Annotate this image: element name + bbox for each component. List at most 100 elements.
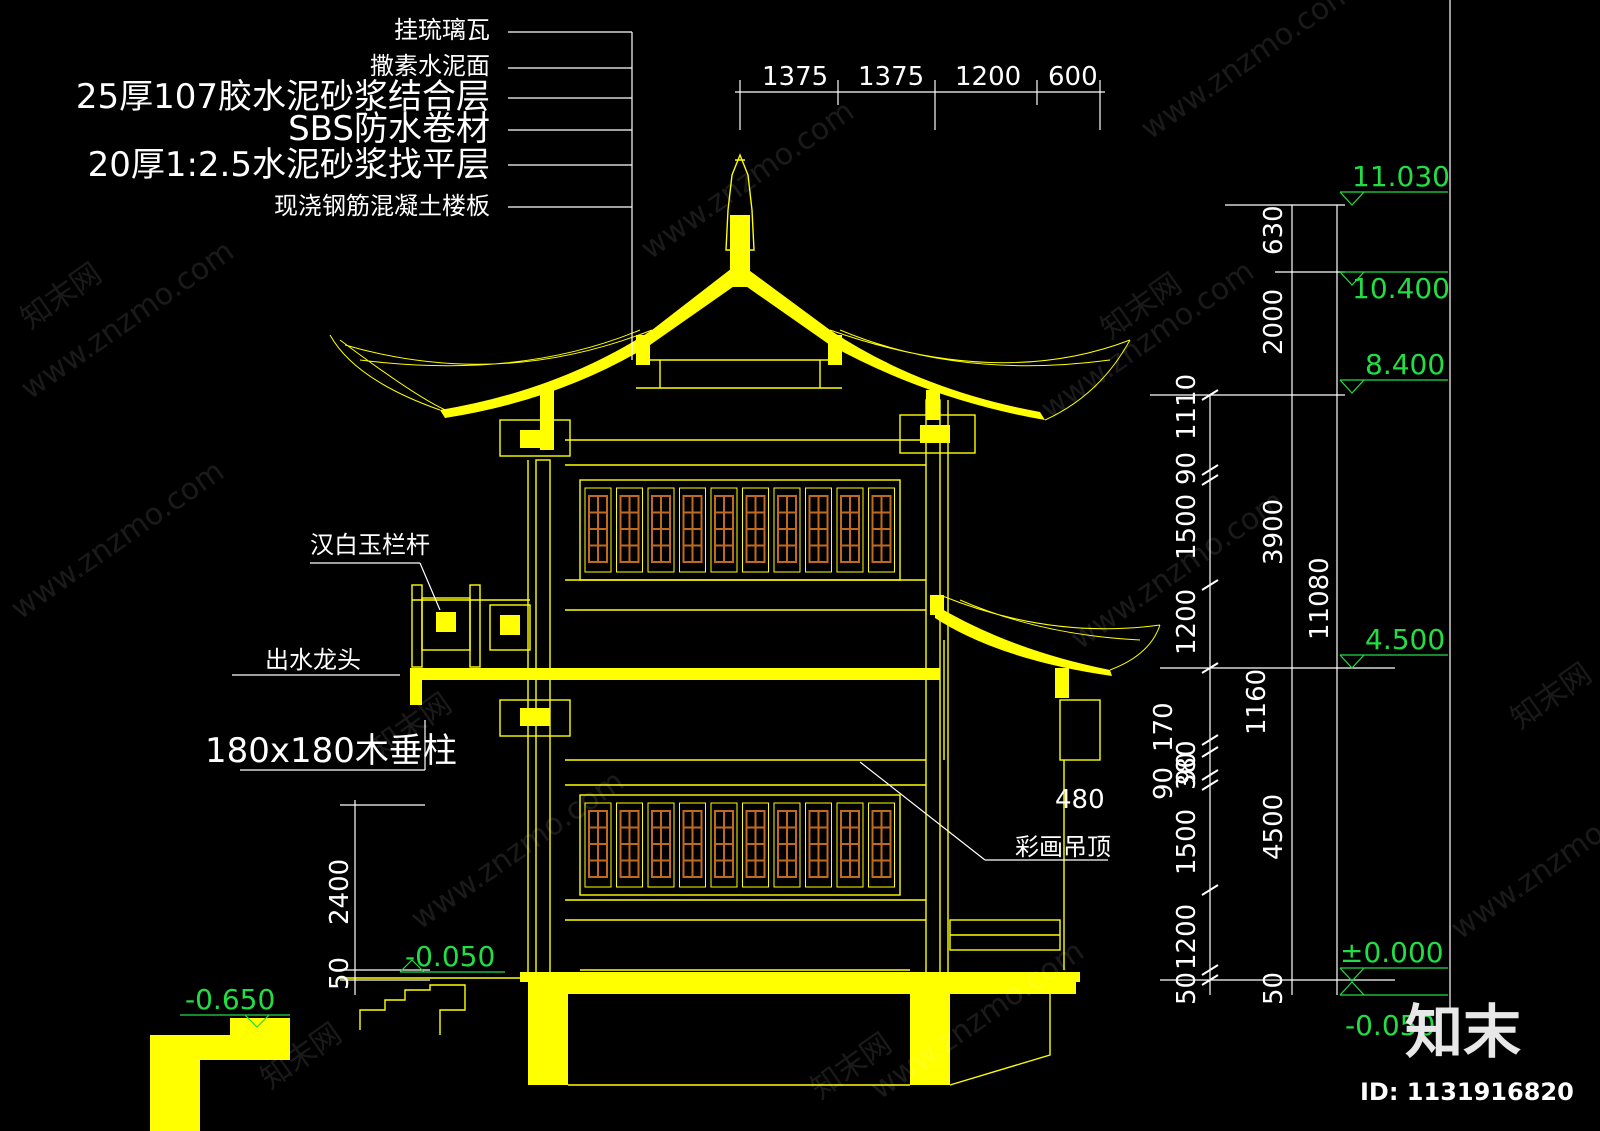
dim-total: 11080 bbox=[1305, 557, 1335, 640]
brand-logo: 知末 ID: 1131916820 bbox=[1360, 998, 1574, 1106]
note-roof-2: 撒素水泥面 bbox=[370, 52, 490, 80]
note-roof-1: 挂琉璃瓦 bbox=[394, 16, 490, 44]
svg-text:www.znzmo.com: www.znzmo.com bbox=[865, 934, 1091, 1107]
lattice-panel bbox=[647, 802, 675, 888]
svg-text:-0.650: -0.650 bbox=[185, 983, 275, 1016]
svg-text:www.znzmo.com: www.znzmo.com bbox=[405, 764, 631, 937]
dimension-tick bbox=[1201, 779, 1219, 791]
note-roof-3: 25厚107胶水泥砂浆结合层 bbox=[76, 77, 490, 117]
lattice-panel bbox=[616, 487, 643, 573]
note-ceiling: 彩画吊顶 bbox=[1015, 833, 1111, 861]
note-post: 180x180木垂柱 bbox=[205, 731, 457, 771]
bracket-set-upper-left bbox=[499, 419, 571, 457]
dimension-tick bbox=[1201, 734, 1219, 746]
elev-marker-4500: 4.500 bbox=[1339, 623, 1448, 669]
foundation-stair bbox=[359, 984, 466, 1035]
dim-r-90b: 90 bbox=[1149, 767, 1179, 800]
svg-text:www.znzmo.com: www.znzmo.com bbox=[1445, 774, 1600, 947]
lattice-panel bbox=[868, 802, 895, 888]
left-dimension-chain: 2400 50 bbox=[325, 800, 430, 995]
lattice-panel bbox=[773, 487, 801, 573]
main-roof bbox=[440, 265, 1045, 420]
first-floor-slab bbox=[410, 668, 940, 680]
lattice-panel bbox=[805, 487, 832, 573]
bracket-set-upper-right bbox=[899, 414, 976, 454]
foundation-pier-left bbox=[528, 985, 568, 1085]
dimension-tick bbox=[1201, 464, 1219, 476]
dimension-tick bbox=[1201, 964, 1219, 976]
foundation-left-step bbox=[150, 1018, 290, 1131]
column-right bbox=[925, 399, 941, 976]
dimension-tick bbox=[1201, 746, 1219, 758]
elev-marker-right-minus-0050: -0.050 bbox=[1339, 981, 1448, 1042]
bracket-set-lower-left bbox=[499, 699, 571, 737]
note-railing: 汉白玉栏杆 bbox=[310, 531, 430, 559]
lattice-panel bbox=[584, 487, 612, 573]
lattice-panel bbox=[836, 487, 864, 573]
lattice-panel bbox=[742, 487, 769, 573]
lattice-panel bbox=[616, 802, 643, 888]
dim-r-1200b: 1200 bbox=[1172, 904, 1202, 970]
roof-finial bbox=[725, 153, 755, 251]
dimension-tick bbox=[1201, 579, 1219, 591]
svg-text:www.znzmo.com: www.znzmo.com bbox=[1135, 0, 1361, 147]
side-notes: 汉白玉栏杆 出水龙头 180x180木垂柱 彩画吊顶 bbox=[205, 531, 1111, 861]
svg-text:www.znzmo.com: www.znzmo.com bbox=[5, 454, 231, 627]
dim-top-1: 1375 bbox=[762, 62, 828, 92]
dim-480: 480 bbox=[1055, 785, 1105, 815]
dim-r-1200a: 1200 bbox=[1172, 589, 1202, 655]
lattice-panel bbox=[742, 802, 769, 888]
svg-text:-0.050: -0.050 bbox=[405, 940, 495, 973]
lattice-panel bbox=[710, 487, 738, 573]
elev-marker-10400: 10.400 bbox=[1339, 271, 1450, 305]
note-roof-4: SBS防水卷材 bbox=[288, 109, 490, 149]
dim-r-1500a: 1500 bbox=[1172, 494, 1202, 560]
dim-m-4500: 4500 bbox=[1259, 794, 1289, 860]
lattice-panel bbox=[836, 802, 864, 888]
elevation-markers: 11.030 10.400 8.400 4.500 ±0.000 -0.050 bbox=[180, 160, 1450, 1042]
right-dimension-chains: 1110 90 1500 1200 170 90 380 90 1500 120… bbox=[1055, 0, 1451, 1010]
logo-text: 知末 bbox=[1405, 998, 1521, 1066]
dim-top-3: 1200 bbox=[955, 62, 1021, 92]
dim-top-4: 600 bbox=[1048, 62, 1098, 92]
dim-r-170: 170 bbox=[1149, 702, 1179, 752]
dim-r-90a: 90 bbox=[1172, 452, 1202, 485]
elev-marker-minus-0650: -0.650 bbox=[180, 983, 290, 1028]
svg-text:10.400: 10.400 bbox=[1352, 272, 1450, 305]
lattice-panel bbox=[679, 802, 706, 888]
lattice-panel bbox=[647, 487, 675, 573]
svg-text:-0.050: -0.050 bbox=[1345, 1009, 1435, 1042]
note-roof-5: 20厚1:2.5水泥砂浆找平层 bbox=[88, 145, 490, 185]
note-spout: 出水龙头 bbox=[265, 646, 361, 674]
elev-marker-8400: 8.400 bbox=[1339, 348, 1448, 394]
elev-marker-0000: ±0.000 bbox=[1339, 936, 1448, 982]
dimension-tick bbox=[1201, 769, 1219, 781]
dim-r-90c: 90 bbox=[1172, 752, 1202, 785]
lattice-panel bbox=[868, 487, 895, 573]
lower-roof bbox=[935, 605, 1112, 676]
dim-left-small: 50 bbox=[325, 957, 355, 990]
lattice-panel bbox=[679, 487, 706, 573]
svg-text:4.500: 4.500 bbox=[1365, 623, 1445, 656]
svg-text:8.400: 8.400 bbox=[1365, 348, 1445, 381]
lattice-panel bbox=[773, 802, 801, 888]
svg-text:知末网: 知末网 bbox=[1505, 656, 1599, 736]
dim-m-3900: 3900 bbox=[1259, 499, 1289, 565]
dim-m-2000: 2000 bbox=[1259, 289, 1289, 355]
dim-left-height: 2400 bbox=[325, 859, 355, 925]
dim-r-1110: 1110 bbox=[1172, 374, 1202, 440]
foundation-right-edge bbox=[568, 994, 1051, 1086]
roof-layer-notes: 挂琉璃瓦 撒素水泥面 25厚107胶水泥砂浆结合层 SBS防水卷材 20厚1:2… bbox=[76, 16, 633, 360]
dimension-tick bbox=[1201, 884, 1219, 896]
foundation-slab bbox=[528, 982, 1076, 994]
foundation-pier-right bbox=[910, 985, 950, 1085]
lower-lattice-windows bbox=[579, 794, 901, 896]
lattice-panel bbox=[805, 802, 832, 888]
note-roof-6: 现浇钢筋混凝土楼板 bbox=[274, 192, 490, 220]
elev-marker-left-minus-0050: -0.050 bbox=[399, 940, 505, 973]
dim-m-50: 50 bbox=[1259, 972, 1289, 1005]
svg-text:11.030: 11.030 bbox=[1352, 160, 1450, 193]
lattice-panel bbox=[710, 802, 738, 888]
drawing-id: ID: 1131916820 bbox=[1360, 1078, 1574, 1106]
